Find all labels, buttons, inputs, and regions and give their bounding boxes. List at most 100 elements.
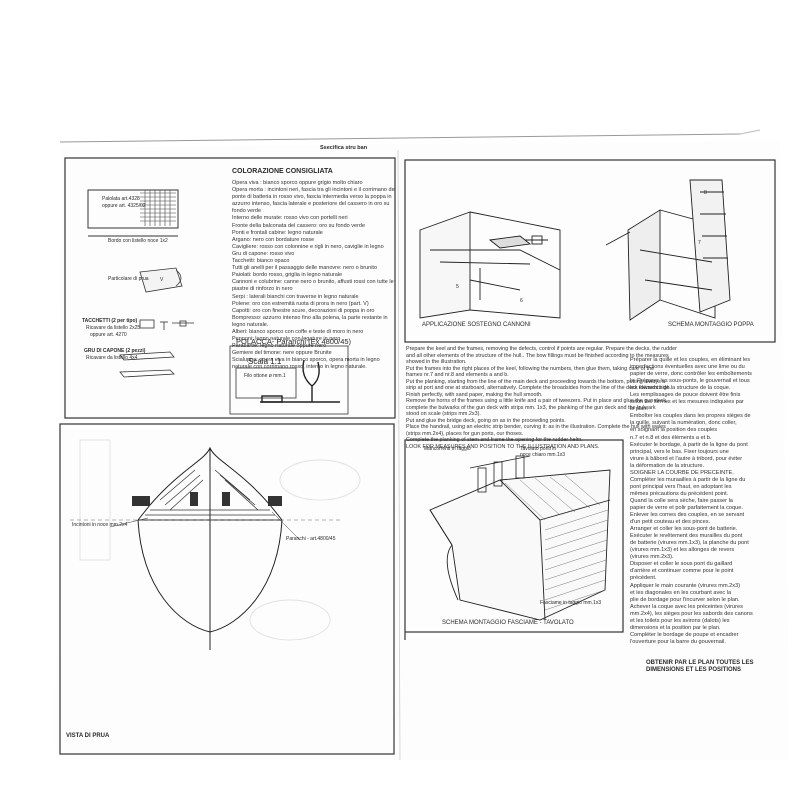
tavolato-label: Tavolato ponti in — [520, 446, 557, 452]
coloring-line: Opera morta : incintoni neri, fascia tra… — [232, 187, 396, 194]
english-line: Place the handrail, using an electric st… — [406, 424, 666, 430]
french-line: Préparer la quille et les couples, en él… — [630, 357, 751, 363]
french-line: (virures mm.2x3). — [630, 554, 674, 561]
english-line: Remove the horns of the frames using a l… — [406, 398, 668, 404]
coloring-line: Pennoni: legno naturale con legature in … — [232, 336, 341, 343]
french-line: Les remplissages de pouce doivent être f… — [630, 392, 741, 399]
tacchetti-label: TACCHETTI (2 per tipo) — [82, 318, 138, 324]
coloring-line: Scialuppa: opera viva in bianco sporco, … — [232, 357, 380, 364]
coloring-title: COLORAZIONE CONSIGLIATA — [232, 168, 333, 175]
poppa-number-8: 8 — [704, 190, 707, 196]
coloring-line: fondo verde — [232, 208, 262, 215]
french-line: imperfections éventuelles avec une lime … — [630, 364, 745, 371]
tacchetti-sub: Ricavare da listello 2x25 — [86, 325, 141, 331]
coloring-line: Paiolati: bordo rosso, griglia in legno … — [232, 272, 343, 279]
english-line: frames nr.7 and nr.8 and elements a and … — [406, 372, 509, 378]
french-line: précédent. — [630, 575, 657, 582]
french-footer-2: DIMENSIONS ET LES POSITIONS — [646, 667, 742, 673]
coloring-line: Serpi : laterali bianchi con traverse in… — [232, 293, 359, 300]
header-fragment: Ssecifica stru ban — [320, 145, 368, 151]
english-line: Put the planking, starting from the line… — [406, 378, 666, 385]
coloring-line: Capotti: oro con finestre scure, decoraz… — [232, 307, 375, 314]
coloring-line: Tutti gli anelli per il passaggio delle … — [232, 265, 378, 272]
tavolato-label-2: noce chiaro mm.1x3 — [520, 452, 566, 458]
right-top-panel — [404, 159, 776, 343]
paint-label-b: oppure art. 4325/02 — [102, 203, 146, 209]
french-line: l'ouverture pour la barre du gouvernail. — [630, 638, 726, 645]
filo-label: Filo ottone ø mm.1 — [244, 373, 286, 379]
paint-label-a: Palolata art.4328 — [102, 196, 140, 202]
french-line: et les diagonales en les courbant avec l… — [630, 589, 732, 596]
english-line: Prepare the keel and the frames, removin… — [406, 346, 677, 352]
english-line: strip at port and one at starboard, alte… — [406, 385, 672, 391]
french-line: SOIGNER LA COURBE DE PRECEINTE. — [630, 469, 734, 476]
coloring-line: Bompresso: azzurro intenso fino alla pol… — [232, 314, 388, 321]
coloring-line: Alberi: bianco sporco con coffe e teste … — [232, 328, 364, 335]
french-line: Compléter les muraailles à partir de la … — [630, 476, 746, 483]
french-line: plie de bordage pour l'incurver selon le… — [630, 596, 740, 603]
french-line: Appliquer le main courante (virures mm.2… — [630, 582, 741, 589]
english-line: and all other elements of the structure … — [406, 352, 669, 359]
coloring-line: Tacchetti: bianco opaco — [232, 258, 290, 265]
french-line: les éléments de la structure de la coque… — [630, 385, 731, 392]
french-line: Enlever les cornes des couples, en se se… — [630, 512, 745, 519]
french-line: en soignant la position des couples — [630, 427, 718, 434]
french-line: n.7 et n.8 et des éléments a et b. — [630, 434, 712, 441]
coloring-line: azzurro intenso, fascia laterale e poste… — [232, 201, 390, 208]
coloring-line: Interno delle murate: rosso vivo con por… — [232, 215, 348, 222]
french-line: pont principal vers l'haut, en adoptant … — [630, 483, 732, 490]
english-instructions: Prepare the keel and the frames, removin… — [406, 346, 677, 450]
coloring-line: Polene: oro con estremità ruota di prora… — [232, 300, 369, 307]
english-line: (strips mm.2x4), places for gun ports, o… — [406, 430, 524, 437]
bordo-label: Bordo con listello noce 1x2 — [108, 238, 168, 244]
tacchetti-sub2: oppure art. 4270 — [90, 332, 127, 338]
coloring-line: legno naturale. — [232, 321, 269, 328]
coloring-line: Opera viva : bianco sporco oppure grigio… — [232, 180, 363, 186]
french-line: Compléter le bordage de poupe et encadre… — [630, 631, 739, 638]
english-line: LOOK FOR MEASURES AND POSITION TO THE IL… — [406, 443, 600, 450]
right-bottom-panel — [404, 439, 624, 633]
left-bottom-panel — [59, 423, 395, 755]
french-line: mêmes précautions du précédent point. — [630, 490, 729, 497]
coloring-line: Fronte della balconata del cassero: oro … — [232, 222, 365, 229]
left-top-panel — [64, 157, 396, 419]
english-line: Put the frames into the right places of … — [406, 365, 655, 372]
french-line: virure à bâbord et l'autre à tribord, po… — [630, 455, 743, 462]
french-line: Emboîter les couples dans les propres si… — [630, 413, 751, 420]
french-line: la déformation de la structure. — [630, 462, 704, 469]
french-line: ls. Préparer les sous-ponts, le gouverna… — [630, 378, 750, 385]
french-line: la quille, suivant la numération, donc c… — [630, 420, 737, 427]
french-line: Achever la coque avec les préceintes (vi… — [630, 603, 743, 610]
poppa-number-7: 7 — [698, 240, 701, 246]
french-line: Quand la colle sera sèche, faire passer … — [630, 497, 733, 504]
french-footer-1: OBTENIR PAR LE PLAN TOUTES LES — [646, 660, 754, 666]
coloring-line: piastre di rinforzo in nero — [232, 286, 293, 293]
fasciame-label: Fasciame in taggio mm.1x3 — [540, 600, 602, 606]
poppa-title: SCHEMA MONTAGGIO POPPA — [668, 322, 754, 328]
paranchi-label: Paranchi - art.4800/45 — [286, 536, 336, 542]
incintoni-label: Incintoni in noce mm.2x4 — [72, 522, 128, 528]
coloring-line: Parasartie: legno naturale oppure nero — [232, 343, 327, 350]
coloring-line: naturale con corrimano rosso, interno in… — [232, 364, 367, 371]
cannon-number-5: 5 — [456, 284, 459, 290]
coloring-line: Cannoni e colubrine: canne nero o brunit… — [232, 279, 394, 286]
english-line: stood on scale (strips mm.2x3). — [406, 411, 481, 417]
cannon-number-6: 6 — [520, 298, 523, 304]
scala-label: Scala 1:1 — [248, 357, 282, 366]
french-line: Arranger et coller les sous-pont de batt… — [630, 526, 738, 533]
french-line: papier de verre, donc contrôler les embo… — [630, 371, 752, 378]
french-line: Disposer et coller le sous pont du gaill… — [630, 561, 733, 568]
coloring-line: Ponti e frontali cabine: legno naturale — [232, 229, 323, 236]
coloring-line: Gemiere del timone: nere oppure Brunite — [232, 350, 332, 357]
french-line: le plan. — [630, 406, 649, 413]
french-line: Exécuter le revêtement des murailles du … — [630, 533, 743, 540]
gru-sub: Ricavare da listello 4x4 — [86, 355, 138, 361]
fasciame-title: SCHEMA MONTAGGIO FASCIAME - TAVOLATO — [442, 620, 574, 626]
gru-label: GRU DI CAPONE (2 pezzi) — [84, 348, 146, 354]
french-line: d'un petit couteau et des pinces. — [630, 519, 711, 526]
english-line: showed in the illustration. — [406, 359, 467, 365]
polacca-title: POLACCA- Paranchi (Ex 4800/45) — [236, 337, 352, 346]
french-line: principal, vers le bas. Fixer toujours u… — [630, 448, 729, 455]
